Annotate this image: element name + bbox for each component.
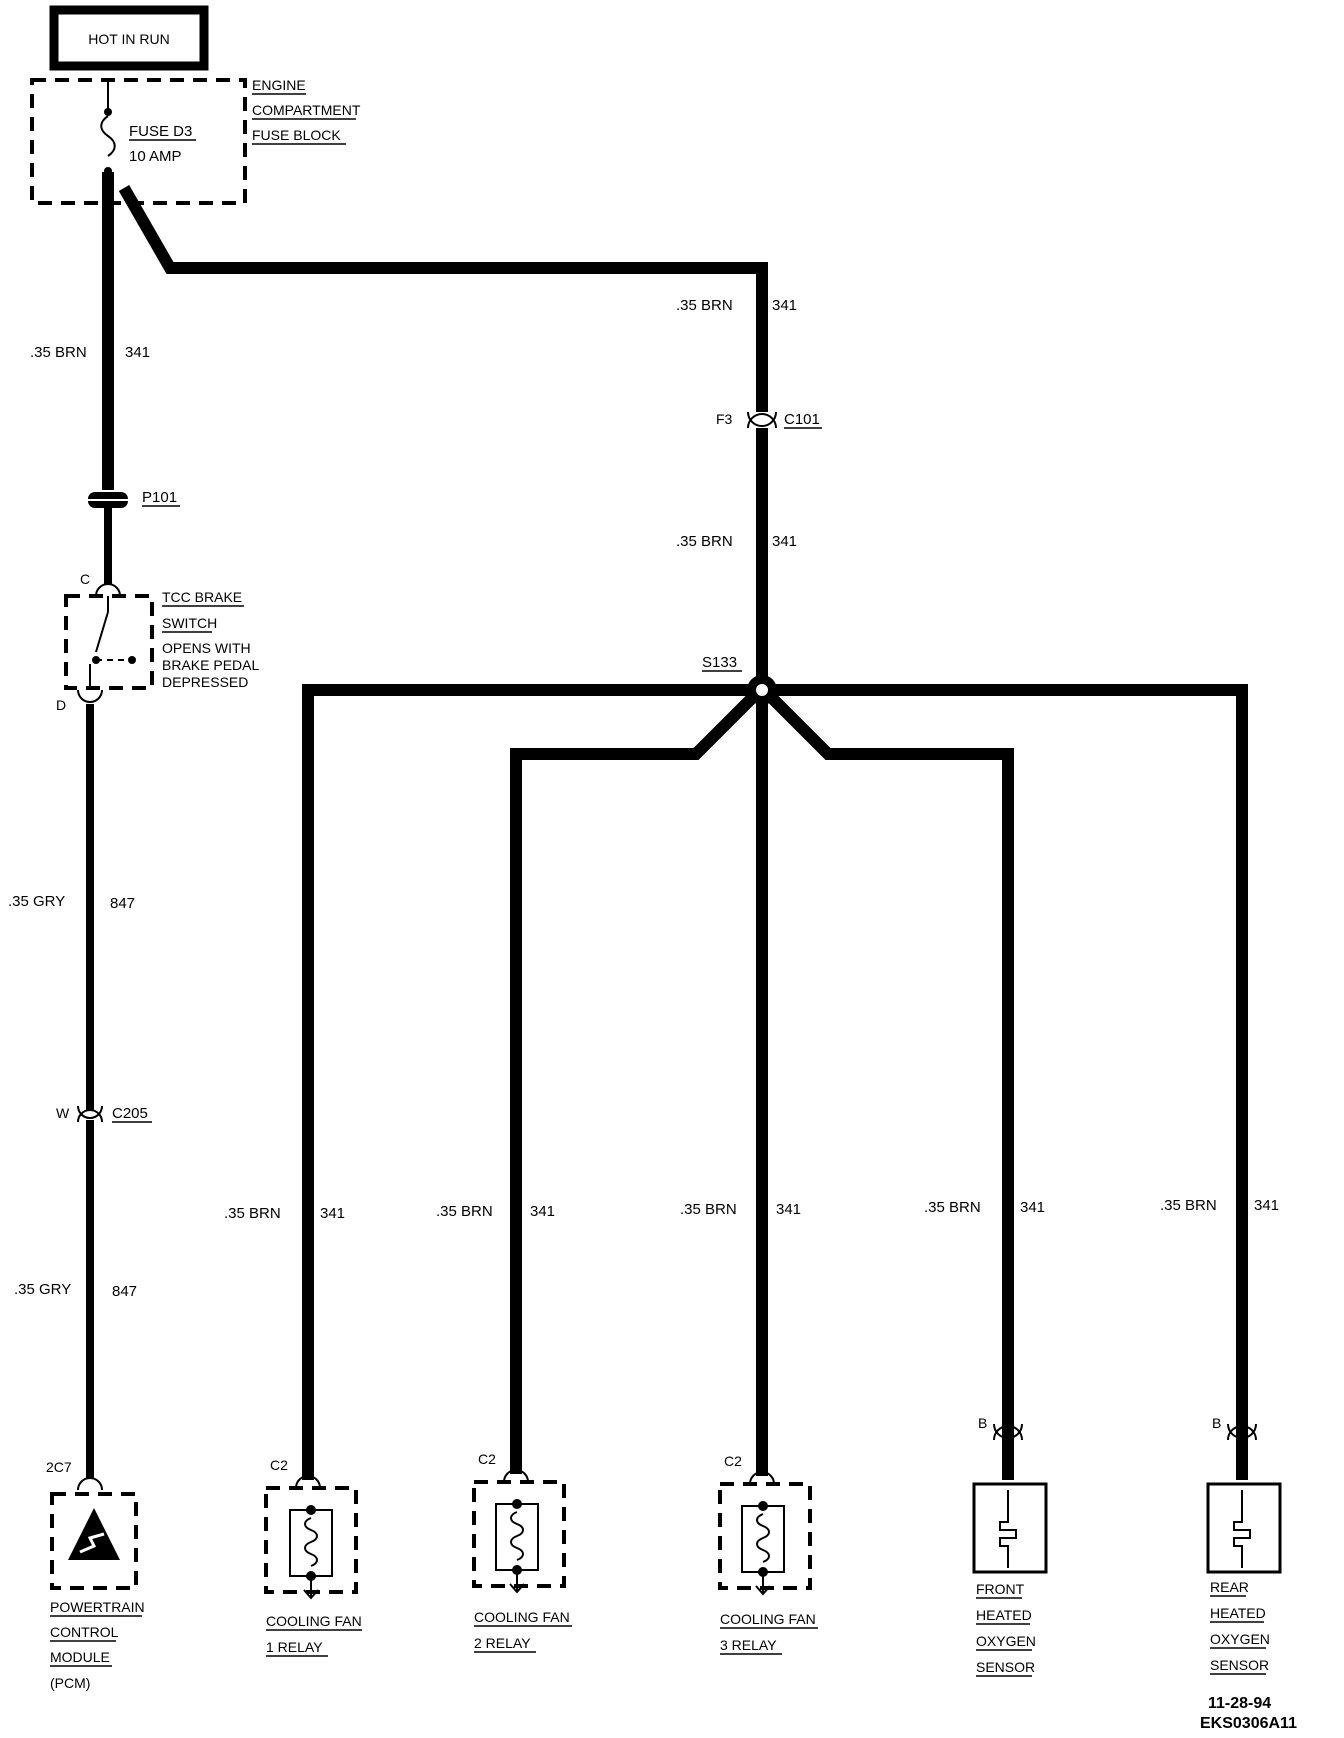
relay2-name-2: 2 RELAY bbox=[474, 1635, 531, 1651]
front-sensor-name-4: SENSOR bbox=[976, 1659, 1035, 1675]
front-heated-oxygen-sensor: B FRONT HEATED OXYGEN SENSOR bbox=[972, 1415, 1048, 1677]
wire-label-gauge: .35 BRN bbox=[1160, 1197, 1217, 1214]
wire-to-c101 bbox=[118, 185, 768, 412]
wire-label-circuit: 341 bbox=[530, 1203, 555, 1220]
wire-label-gauge: .35 BRN bbox=[676, 297, 733, 314]
pcm-module: 2C7 POWERTRAIN CONTROL MODULE (PCM) bbox=[46, 1459, 145, 1691]
wire-label-circuit: 341 bbox=[772, 297, 797, 314]
wire-label-gauge: .35 BRN bbox=[224, 1205, 281, 1222]
electrostatic-warning-icon bbox=[68, 1508, 120, 1560]
wire-label-gry-gauge-2: .35 GRY bbox=[14, 1281, 71, 1298]
relay1-pin: C2 bbox=[270, 1457, 288, 1473]
fuse-icon bbox=[100, 115, 116, 157]
wire-label-gry-circuit-2: 847 bbox=[112, 1283, 137, 1300]
rear-sensor-name-3: OXYGEN bbox=[1210, 1631, 1270, 1647]
footer-date: 11-28-94 bbox=[1208, 1695, 1271, 1712]
tcc-brake-switch: C D TCC BRAKE SWITCH OPENS WITH BRAKE PE… bbox=[56, 571, 259, 713]
wire-label-circuit: 341 bbox=[1254, 1197, 1279, 1214]
wire-label-gauge: .35 BRN bbox=[924, 1199, 981, 1216]
fuse-block: FUSE D3 10 AMP ENGINE COMPARTMENT FUSE B… bbox=[30, 77, 361, 205]
rear-sensor-name-1: REAR bbox=[1210, 1579, 1249, 1595]
heater-element-icon bbox=[1233, 1490, 1251, 1568]
cooling-fan-relay-1: C2 COOLING FAN 1 RELAY bbox=[264, 1457, 362, 1657]
pcm-pin: 2C7 bbox=[46, 1459, 72, 1475]
relay2-name-1: COOLING FAN bbox=[474, 1609, 570, 1625]
tcc-name-1: TCC BRAKE bbox=[162, 589, 242, 605]
c205-connector: W C205 bbox=[56, 1105, 152, 1123]
fuse-rating: 10 AMP bbox=[129, 148, 182, 165]
s133-splice: S133 bbox=[702, 654, 777, 705]
relay2-pin: C2 bbox=[478, 1451, 496, 1467]
s133-label: S133 bbox=[702, 654, 737, 671]
front-sensor-name-2: HEATED bbox=[976, 1607, 1032, 1623]
fuse-block-name-2: COMPARTMENT bbox=[252, 102, 361, 118]
tcc-pin-top: C bbox=[80, 571, 90, 587]
tcc-pin-bottom: D bbox=[56, 697, 66, 713]
c101-label: C101 bbox=[784, 411, 820, 428]
footer-code: EKS0306A11 bbox=[1200, 1715, 1297, 1732]
cooling-fan-relay-2: C2 COOLING FAN 2 RELAY bbox=[472, 1451, 572, 1653]
c101-pin: F3 bbox=[716, 411, 733, 427]
wire-to-front-sensor bbox=[763, 689, 1014, 1480]
rear-heated-oxygen-sensor: B REAR HEATED OXYGEN SENSOR bbox=[1206, 1415, 1282, 1675]
fuse-block-name-3: FUSE BLOCK bbox=[252, 127, 341, 143]
pcm-name-1: POWERTRAIN bbox=[50, 1599, 145, 1615]
wire-label-gry-circuit-1: 847 bbox=[110, 895, 135, 912]
front-sensor-name-3: OXYGEN bbox=[976, 1633, 1036, 1649]
rear-sensor-pin: B bbox=[1212, 1415, 1221, 1431]
p101-connector: P101 bbox=[84, 489, 180, 508]
relay3-name-2: 3 RELAY bbox=[720, 1637, 777, 1653]
fuse-name: FUSE D3 bbox=[129, 123, 192, 140]
wire-label-gauge: .35 BRN bbox=[680, 1201, 737, 1218]
power-source-label: HOT IN RUN bbox=[88, 31, 169, 47]
relay-coil-icon bbox=[304, 1517, 318, 1567]
tcc-note-1: OPENS WITH bbox=[162, 640, 251, 656]
wire-label-circuit: 341 bbox=[772, 533, 797, 550]
wire-label-circuit: 341 bbox=[1020, 1199, 1045, 1216]
front-sensor-pin: B bbox=[978, 1415, 987, 1431]
fuse-block-name-1: ENGINE bbox=[252, 77, 306, 93]
relay-coil-icon bbox=[756, 1513, 770, 1563]
c205-label: C205 bbox=[112, 1105, 148, 1122]
wire-label-gauge: .35 BRN bbox=[30, 344, 87, 361]
wire-label-circuit: 341 bbox=[125, 344, 150, 361]
relay3-name-1: COOLING FAN bbox=[720, 1611, 816, 1627]
front-sensor-name-1: FRONT bbox=[976, 1581, 1025, 1597]
wire-to-relay2 bbox=[510, 689, 761, 1474]
p101-label: P101 bbox=[142, 489, 177, 506]
rear-sensor-name-4: SENSOR bbox=[1210, 1657, 1269, 1673]
pcm-name-4: (PCM) bbox=[50, 1675, 90, 1691]
c101-connector: F3 C101 bbox=[716, 411, 822, 429]
power-source-box: HOT IN RUN bbox=[49, 5, 209, 71]
tcc-name-2: SWITCH bbox=[162, 615, 217, 631]
wire-to-rear-sensor bbox=[760, 684, 1248, 1480]
wire-label-circuit: 341 bbox=[776, 1201, 801, 1218]
c205-pin: W bbox=[56, 1105, 70, 1121]
relay1-name-1: COOLING FAN bbox=[266, 1613, 362, 1629]
wire-label-gry-gauge-1: .35 GRY bbox=[8, 893, 65, 910]
heater-element-icon bbox=[999, 1490, 1017, 1568]
tcc-note-2: BRAKE PEDAL bbox=[162, 657, 259, 673]
wire-to-relay1 bbox=[302, 684, 760, 1480]
relay3-pin: C2 bbox=[724, 1453, 742, 1469]
rear-sensor-name-2: HEATED bbox=[1210, 1605, 1266, 1621]
cooling-fan-relay-3: C2 COOLING FAN 3 RELAY bbox=[718, 1453, 818, 1655]
relay-coil-icon bbox=[510, 1511, 524, 1561]
wire-label-circuit: 341 bbox=[320, 1205, 345, 1222]
wire-label-gauge: .35 BRN bbox=[676, 533, 733, 550]
tcc-note-3: DEPRESSED bbox=[162, 674, 248, 690]
pcm-name-2: CONTROL bbox=[50, 1624, 119, 1640]
pcm-name-3: MODULE bbox=[50, 1649, 110, 1665]
relay1-name-2: 1 RELAY bbox=[266, 1639, 323, 1655]
wire-label-gauge: .35 BRN bbox=[436, 1203, 493, 1220]
